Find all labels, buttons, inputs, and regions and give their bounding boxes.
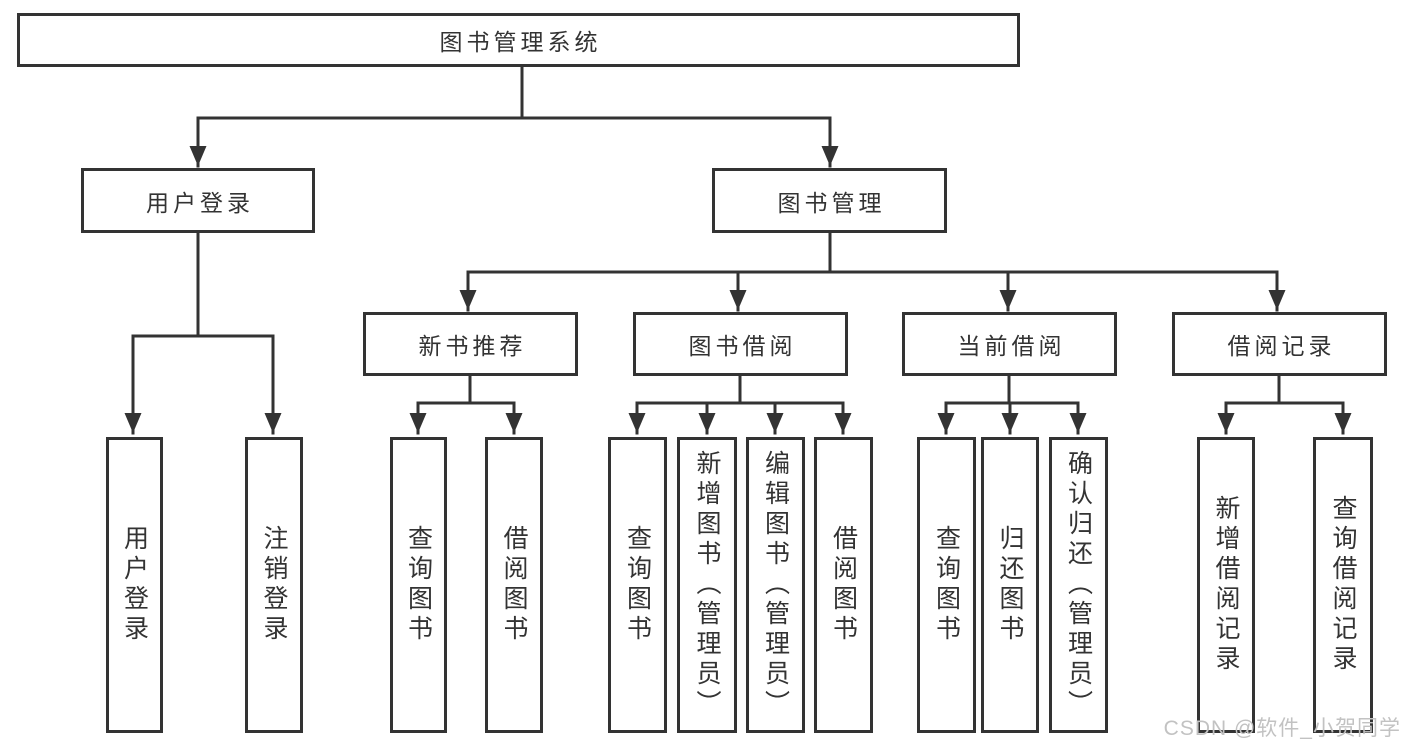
connector-user-login — [124, 231, 282, 435]
node-query-books-borrowing: 查询图书 — [608, 437, 667, 733]
connector-new-book-recommend — [409, 374, 523, 435]
node-user-login: 用户登录 — [81, 168, 315, 233]
node-return-books: 归还图书 — [981, 437, 1039, 733]
node-confirm-return-admin: 确认归还（管理员） — [1049, 437, 1108, 733]
node-book-management: 图书管理 — [712, 168, 947, 233]
connector-book-management — [459, 231, 1286, 312]
connector-book-borrowing — [628, 374, 852, 435]
node-add-borrow-record: 新增借阅记录 — [1197, 437, 1255, 733]
connector-borrowing-records — [1217, 374, 1352, 435]
node-logout: 注销登录 — [245, 437, 303, 733]
node-borrow-books-recommend: 借阅图书 — [485, 437, 543, 733]
node-user-login-leaf: 用户登录 — [106, 437, 163, 733]
node-edit-books-admin: 编辑图书（管理员） — [746, 437, 805, 733]
node-add-books-admin: 新增图书（管理员） — [677, 437, 737, 733]
connector-current-borrowing — [937, 374, 1087, 435]
node-current-borrowing: 当前借阅 — [902, 312, 1117, 376]
node-book-management-system: 图书管理系统 — [17, 13, 1020, 67]
node-new-book-recommend: 新书推荐 — [363, 312, 578, 376]
connector-root — [189, 65, 839, 168]
node-book-borrowing: 图书借阅 — [633, 312, 848, 376]
node-query-borrow-record: 查询借阅记录 — [1313, 437, 1373, 733]
node-query-books-recommend: 查询图书 — [390, 437, 447, 733]
node-borrowing-records: 借阅记录 — [1172, 312, 1387, 376]
node-borrow-books-borrowing: 借阅图书 — [814, 437, 873, 733]
csdn-watermark: CSDN @软件_小贺同学 — [1163, 717, 1401, 740]
node-query-books-current: 查询图书 — [917, 437, 976, 733]
